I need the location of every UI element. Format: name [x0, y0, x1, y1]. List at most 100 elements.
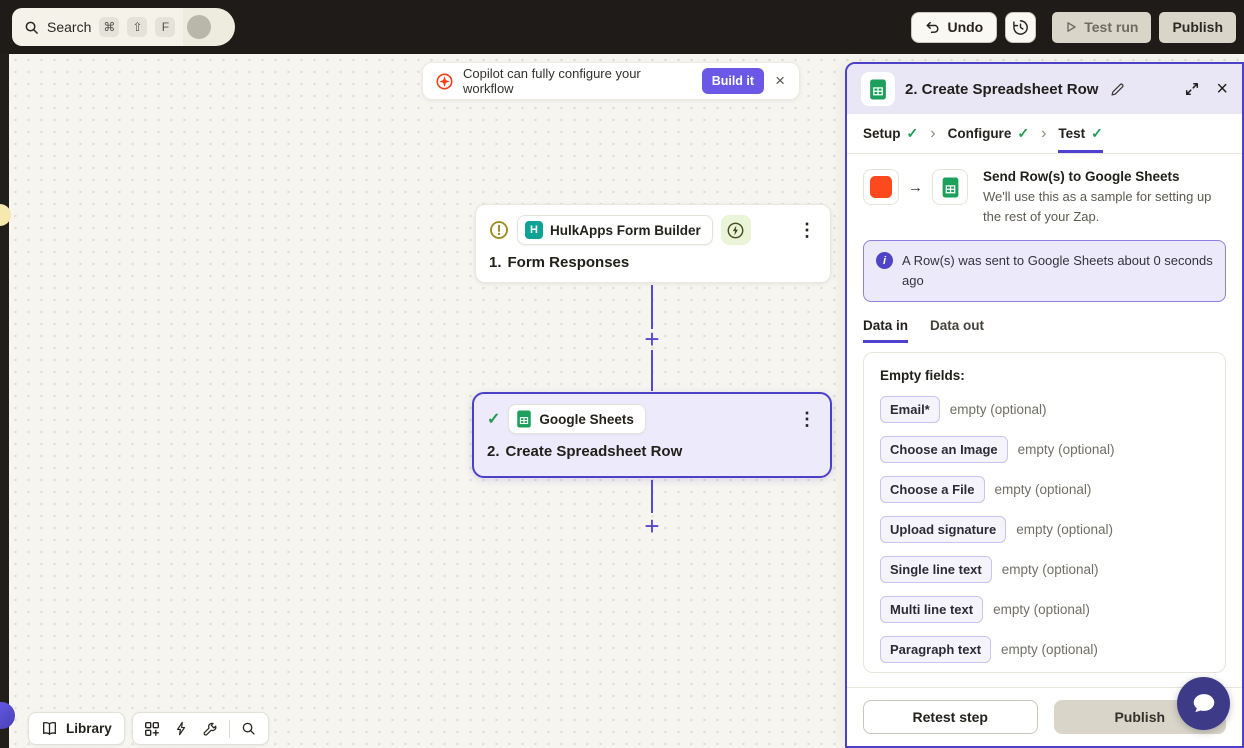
banner-close-icon[interactable]: × [775, 71, 785, 90]
field-value: empty (optional) [1001, 642, 1098, 658]
blocks-plus-icon [145, 721, 160, 736]
action-summary: → Send Row(s) to Google Sheets We'll use… [863, 169, 1226, 226]
field-row: Choose an Image empty (optional) [880, 436, 1209, 464]
field-row: Email* empty (optional) [880, 396, 1209, 424]
action-description: We'll use this as a sample for setting u… [983, 189, 1212, 224]
chevron-right-icon: › [930, 124, 936, 142]
tab-data-in[interactable]: Data in [863, 318, 909, 344]
field-value: empty (optional) [1017, 442, 1115, 458]
retest-step-button[interactable]: Retest step [863, 700, 1038, 734]
search-button[interactable]: Search ⌘ ⇧ F [12, 8, 184, 46]
zoom-search-button[interactable] [234, 714, 263, 743]
lightning-icon [176, 721, 185, 736]
tab-data-out[interactable]: Data out [930, 318, 985, 334]
arrow-right-icon: → [908, 178, 923, 196]
field-chip: Email* [880, 396, 940, 424]
warning-icon [490, 221, 508, 239]
canvas-toolbar: Library [28, 712, 269, 745]
field-chip: Choose an Image [880, 436, 1008, 464]
field-value: empty (optional) [994, 482, 1092, 498]
hulkapps-app-icon: H [525, 221, 543, 239]
step-detail-panel: 2. Create Spreadsheet Row × Setup ✓ › Co… [845, 62, 1244, 748]
field-chip: Paragraph text [880, 636, 992, 664]
success-alert: i A Row(s) was sent to Google Sheets abo… [863, 240, 1226, 303]
app-pill-sheets: Google Sheets [508, 404, 646, 434]
google-sheets-icon [870, 79, 886, 99]
tab-test-label: Test [1058, 126, 1086, 141]
connector-line [651, 285, 653, 329]
copilot-banner-text: Copilot can fully configure your workflo… [463, 66, 641, 96]
panel-header: 2. Create Spreadsheet Row × [847, 64, 1242, 114]
tab-test[interactable]: Test ✓ [1058, 114, 1103, 153]
expand-panel-icon[interactable] [1184, 81, 1200, 97]
field-row: Multi line text empty (optional) [880, 596, 1209, 624]
panel-footer: Retest step Publish [847, 687, 1242, 746]
node1-number: 1. [489, 254, 502, 271]
google-sheets-icon [517, 410, 532, 428]
node1-title: 1. Form Responses [489, 254, 817, 271]
publish-label: Publish [1172, 19, 1223, 35]
setup-check-icon: ✓ [906, 125, 919, 141]
history-button[interactable] [1005, 11, 1037, 43]
node2-check-icon: ✓ [487, 411, 501, 428]
field-row: Single line text empty (optional) [880, 556, 1209, 584]
copilot-banner: Copilot can fully configure your workflo… [422, 62, 800, 100]
library-button[interactable]: Library [28, 712, 125, 745]
build-it-button[interactable]: Build it [701, 68, 765, 94]
kbd-shift: ⇧ [127, 17, 148, 37]
test-run-button[interactable]: Test run [1052, 11, 1152, 43]
topbar-actions: Undo Test run Publish [911, 11, 1236, 43]
chevron-right-icon: › [1041, 124, 1047, 142]
node2-number: 2. [487, 443, 500, 460]
app-pill-label: HulkApps Form Builder [550, 222, 701, 238]
chat-widget-button[interactable] [1177, 677, 1230, 730]
field-row: Paragraph text empty (optional) [880, 636, 1209, 664]
toggle-knob [187, 15, 212, 39]
add-step-button-bottom[interactable]: + [644, 511, 660, 541]
edit-title-icon[interactable] [1110, 82, 1125, 97]
undo-icon [927, 21, 939, 33]
step-node-1[interactable]: H HulkApps Form Builder ⋮ 1. Form Respon… [475, 204, 831, 283]
field-value: empty (optional) [993, 602, 1090, 618]
copilot-icon [436, 72, 453, 90]
node1-name: Form Responses [507, 254, 630, 271]
search-label: Search [47, 19, 92, 35]
bolt-circle-icon [727, 222, 744, 238]
canvas-tool-group [131, 712, 269, 745]
left-edge-strip [0, 54, 15, 748]
add-step-button-middle[interactable]: + [644, 324, 660, 354]
close-panel-icon[interactable]: × [1216, 78, 1228, 100]
topbar-toggle[interactable] [183, 8, 236, 46]
wrench-icon [203, 722, 217, 736]
tools-button[interactable] [196, 714, 225, 743]
field-row: Upload signature empty (optional) [880, 516, 1209, 544]
tab-setup[interactable]: Setup ✓ [863, 114, 918, 153]
play-icon [1067, 22, 1076, 32]
tab-configure-label: Configure [947, 126, 1012, 141]
kbd-f: F [155, 17, 176, 37]
step-node-2[interactable]: ✓ Google Sheets ⋮ 2. Create Spreadsheet … [472, 392, 832, 478]
zap-button[interactable] [167, 714, 196, 743]
left-edge-badge-yellow [0, 204, 11, 226]
field-chip: Choose a File [880, 476, 985, 504]
publish-button-topbar[interactable]: Publish [1159, 11, 1236, 43]
undo-button[interactable]: Undo [911, 11, 998, 43]
field-chip: Upload signature [880, 516, 1007, 544]
test-run-label: Test run [1084, 19, 1139, 35]
instant-trigger-badge [720, 215, 751, 245]
history-icon [1013, 19, 1029, 35]
chat-bubble-icon [1193, 693, 1214, 712]
node2-menu-icon[interactable]: ⋮ [798, 409, 816, 429]
test-check-icon: ✓ [1091, 125, 1103, 141]
panel-body: → Send Row(s) to Google Sheets We'll use… [847, 154, 1242, 687]
tab-setup-label: Setup [863, 126, 901, 141]
blocks-add-button[interactable] [138, 714, 167, 743]
magnifier-icon [242, 722, 255, 735]
tab-configure[interactable]: Configure ✓ [948, 114, 1029, 153]
alert-text: A Row(s) was sent to Google Sheets about… [902, 253, 1213, 289]
left-edge-badge-blue [0, 702, 15, 729]
field-chip: Multi line text [880, 596, 984, 624]
node1-menu-icon[interactable]: ⋮ [798, 220, 816, 240]
panel-title: 2. Create Spreadsheet Row [905, 80, 1099, 98]
panel-app-iconbox [861, 72, 895, 106]
